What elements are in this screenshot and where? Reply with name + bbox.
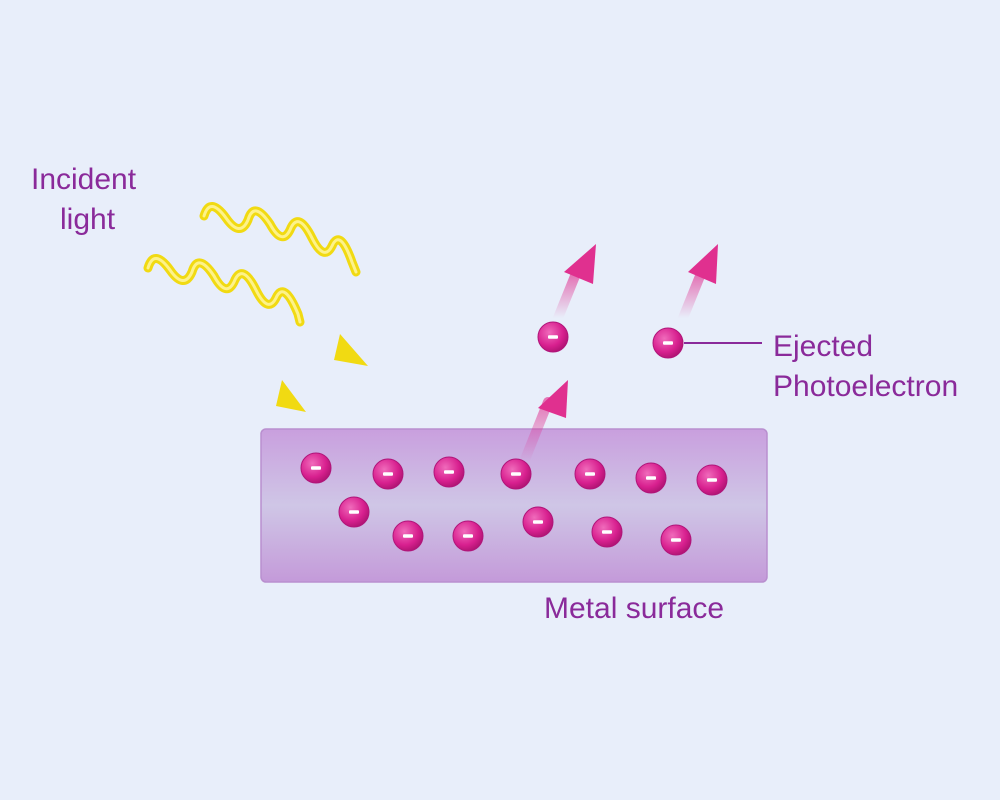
metal-surface-label: Metal surface	[544, 592, 725, 625]
incident-light-label-line-2: light	[60, 203, 116, 236]
bound-electron-6	[635, 462, 667, 494]
bound-electron-10-minus-sign	[463, 534, 473, 538]
bound-electron-5-minus-sign	[585, 472, 595, 476]
ejected-label-line-1: Ejected	[773, 330, 874, 363]
bound-electron-7	[696, 464, 728, 496]
light-wave-2-arrowhead	[334, 334, 368, 366]
incident-light-label-line-1: Incident	[31, 163, 137, 196]
bound-electron-1-minus-sign	[311, 466, 321, 470]
ejection-arrows	[519, 244, 718, 467]
light-wave-1-arrowhead	[276, 380, 306, 412]
ejected-photoelectron-label: Ejected Photoelectron	[773, 327, 958, 407]
bound-electron-4	[500, 458, 532, 490]
metal-slab	[260, 428, 768, 583]
ejected-electron-2	[652, 327, 684, 359]
electrons	[300, 321, 728, 556]
ejection-arrowhead-slab	[538, 380, 568, 418]
bound-electron-3-minus-sign	[444, 470, 454, 474]
bound-electron-3	[433, 456, 465, 488]
bound-electron-11	[522, 506, 554, 538]
bound-electron-6-minus-sign	[646, 476, 656, 480]
bound-electron-13	[660, 524, 692, 556]
ejected-electron-1	[537, 321, 569, 353]
light-wave-2	[199, 202, 361, 277]
incident-light-label: Incident light	[31, 160, 136, 240]
bound-electron-1	[300, 452, 332, 484]
incident-light-waves	[143, 202, 368, 412]
ejected-label-line-2: Photoelectron	[773, 370, 959, 403]
bound-electron-13-minus-sign	[671, 538, 681, 542]
bound-electron-8	[338, 496, 370, 528]
bound-electron-8-minus-sign	[349, 510, 359, 514]
bound-electron-2	[372, 458, 404, 490]
ejection-arrowhead-right	[688, 244, 718, 284]
bound-electron-9-minus-sign	[403, 534, 413, 538]
bound-electron-10	[452, 520, 484, 552]
ejected-electron-1-minus-sign	[548, 335, 558, 339]
bound-electron-2-minus-sign	[383, 472, 393, 476]
bound-electron-12-minus-sign	[602, 530, 612, 534]
bound-electron-4-minus-sign	[511, 472, 521, 476]
ejection-trail-right	[678, 271, 705, 323]
ejection-arrowhead-left	[564, 244, 596, 284]
bound-electron-12	[591, 516, 623, 548]
bound-electron-5	[574, 458, 606, 490]
ejection-trail-slab	[519, 397, 553, 467]
bound-electron-11-minus-sign	[533, 520, 543, 524]
ejection-trail-left	[553, 271, 580, 323]
bound-electron-7-minus-sign	[707, 478, 717, 482]
light-wave-1	[143, 254, 305, 327]
ejected-electron-2-minus-sign	[663, 341, 673, 345]
bound-electron-9	[392, 520, 424, 552]
